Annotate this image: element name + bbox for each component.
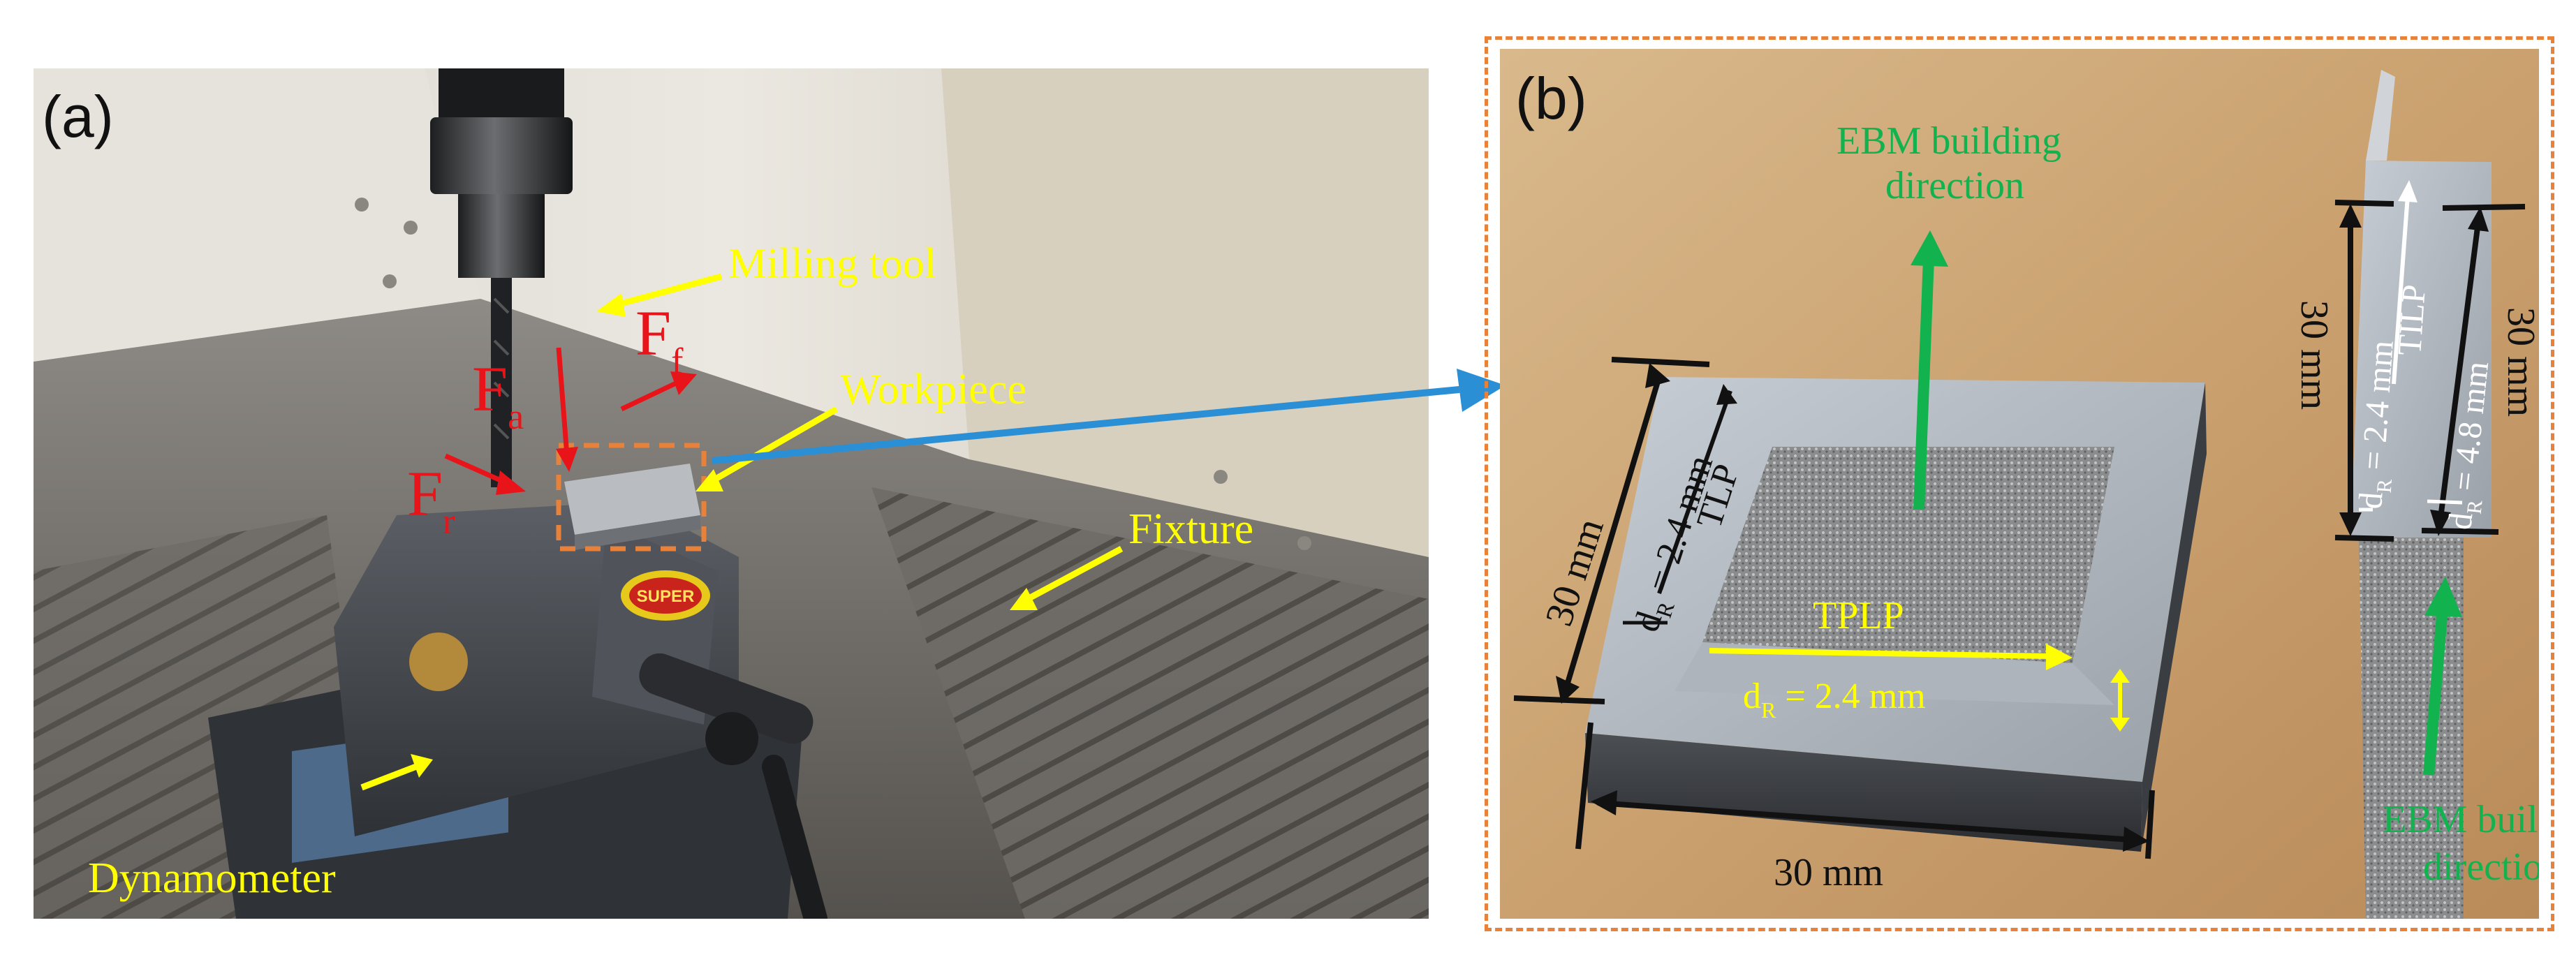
ebm-direction-top: EBM building direction	[1837, 119, 2061, 510]
ff-main: F	[635, 297, 671, 369]
fa-sub: a	[508, 397, 524, 437]
wall-bolt	[383, 274, 397, 288]
vise-bolt	[409, 632, 468, 691]
spindle-nut	[458, 194, 545, 278]
force-labels: Fa Ff Fr	[407, 297, 684, 542]
right-dr-b-sub: R	[2463, 499, 2487, 515]
ebm-bottom-line1: EBM building	[2383, 798, 2539, 841]
right-dr-a-label: dR = 2.4 mm	[2352, 339, 2406, 510]
callout-workpiece: Workpiece	[840, 366, 1026, 413]
tplp-annotation: TPLP dR = 2.4 mm	[1709, 594, 2130, 732]
force-arrows	[444, 347, 697, 495]
right-dr-a-sub: R	[2373, 478, 2397, 494]
workpiece	[564, 464, 700, 535]
tplp-label: TPLP	[1813, 594, 1904, 637]
panel-b-photo: (b) EBM building direction EBM building …	[1500, 49, 2539, 919]
ebm-top-line1: EBM building	[1837, 119, 2061, 163]
ebm-bottom-line2: direction	[2423, 845, 2539, 889]
connector-arrowhead	[1457, 369, 1506, 412]
callout-milling-tool: Milling tool	[728, 240, 936, 288]
bottom-dr-pre: d	[1743, 676, 1761, 716]
bottom-dr-sub: R	[1761, 697, 1776, 723]
force-ff-label: Ff	[635, 297, 684, 381]
spindle-collet	[430, 117, 573, 194]
vise-handle-knob	[705, 712, 758, 765]
vise-screw	[639, 653, 814, 744]
rough-ebm-surface	[1702, 447, 2114, 663]
right-left-dim-30mm: 30 mm	[2292, 300, 2336, 410]
fr-main: F	[407, 458, 443, 529]
specimen-left-block	[1585, 377, 2207, 852]
tplp-arrow	[1709, 648, 2052, 659]
left-block-dimensions	[1513, 357, 2155, 859]
callout-fixture: Fixture	[1128, 505, 1253, 553]
ebm-bottom-arrow	[2423, 607, 2448, 776]
panel-b-illustration: (b) EBM building direction EBM building …	[1500, 49, 2539, 919]
fa-arrowhead	[556, 447, 578, 472]
bottom-dr-post: = 2.4 mm	[1776, 676, 1925, 716]
callout-arrows	[360, 273, 1124, 791]
bottom-dim-30mm: 30 mm	[1774, 851, 1883, 894]
panel-a-photo: SUPER (a) Fa Ff Fr Milling tool Workpiec…	[34, 68, 1429, 919]
ff-arrowhead	[670, 371, 697, 395]
panel-a-label: (a)	[42, 84, 114, 149]
t-slot-table	[871, 487, 1429, 919]
force-fr-label: Fr	[407, 458, 455, 542]
fa-main: F	[472, 353, 508, 424]
connector-arrow-line	[712, 386, 1460, 464]
panel-a-illustration: SUPER (a) Fa Ff Fr Milling tool Workpiec…	[34, 68, 1429, 919]
right-right-dim-30mm: 30 mm	[2499, 307, 2539, 417]
vise-badge-text: SUPER	[637, 587, 695, 606]
wall-bolt	[1214, 470, 1228, 484]
right-dr-b-pre: d	[2441, 511, 2480, 531]
fr-arrowhead	[496, 471, 526, 495]
ebm-top-arrow	[1913, 258, 1934, 510]
callout-dynamometer: Dynamometer	[88, 854, 336, 902]
bottom-dr-label: dR = 2.4 mm	[1743, 676, 1926, 723]
ebm-direction-bottom: EBM building direction	[2383, 577, 2539, 889]
right-panel	[941, 68, 1429, 557]
vise-badge: SUPER	[621, 570, 710, 621]
tplp-arrowhead	[2046, 644, 2073, 670]
right-dr-a-pre: d	[2352, 491, 2390, 510]
ebm-top-line2: direction	[1885, 164, 2024, 207]
left-panel	[34, 68, 480, 362]
force-fa-label: Fa	[472, 353, 524, 437]
wall-bolt	[1297, 536, 1311, 550]
callout-labels: Milling tool Workpiece Fixture Dynamomet…	[88, 240, 1253, 902]
right-block-dimensions	[2334, 200, 2526, 542]
fr-sub: r	[443, 502, 455, 542]
spindle-head	[439, 68, 564, 117]
wall-bolt	[355, 198, 369, 212]
wall-bolt	[404, 221, 418, 235]
right-block-white-marks	[2359, 180, 2463, 512]
ebm-bottom-arrowhead	[2424, 577, 2462, 617]
panel-b-label: (b)	[1515, 66, 1587, 131]
ebm-top-arrowhead	[1911, 230, 1948, 267]
panel-b-dashed-frame	[1485, 36, 2554, 931]
ff-sub: f	[671, 341, 684, 381]
vise-handle	[762, 755, 827, 919]
tilp-label: TILP	[2391, 283, 2433, 357]
